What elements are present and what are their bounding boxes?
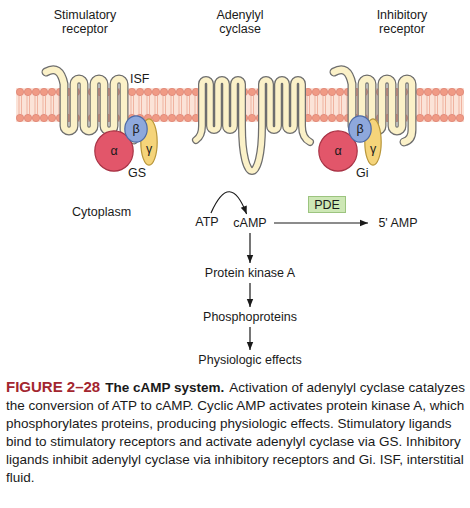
cyclase-outline [196,80,310,171]
figure-caption: Activation of adenylyl cyclase catalyzes… [6,380,465,485]
subunit-shape [349,116,371,142]
node-text: Protein kinase A [205,266,295,280]
arrow-head [247,299,253,307]
subunit-symbol: β [132,122,139,136]
figure-number: FIGURE 2–28 [6,378,100,395]
pathway-step: Protein kinase A [190,265,310,281]
node-text: PDE [314,198,340,212]
subunit-shape [141,119,157,165]
arrow-line [249,233,250,263]
pathway-step: Physiologic effects [185,352,315,368]
pathway-step: Phosphoproteins [190,309,310,325]
arrow-line [249,327,250,350]
subunit-symbol: α [334,144,341,158]
metabolite-text: ATP [188,214,226,230]
enzyme-box: PDE [308,196,346,213]
adenylyl-cyclase-helices [196,80,310,171]
arrow-line [211,192,247,214]
figure-caption-block: FIGURE 2–28 The cAMP system.Activation of… [6,378,466,487]
stimulatory-receptor-helices [46,70,134,140]
flow-arrow [247,283,253,307]
flow-arrow [211,192,247,214]
part-name: Adenylyl cyclase [198,8,282,36]
g-protein-name: Gi [356,166,382,180]
subunit-symbol: β [356,122,363,136]
compartment-name: ISF [130,72,158,86]
node-text: 5' AMP [378,216,417,230]
flow-arrow [247,233,253,263]
arrow-head [247,255,253,263]
subunit-shape [365,119,381,165]
node-text: Phosphoproteins [203,310,297,324]
metabolite-text: cAMP [228,215,272,231]
flow-arrow [247,327,253,350]
part-name: Inhibitory receptor [358,8,446,36]
arrow-line [274,222,368,223]
compartment-name: Cytoplasm [72,205,152,219]
arrow-head [247,342,253,350]
g-protein-name: GS [128,166,154,180]
node-text: cAMP [233,216,266,230]
receptor-outline [46,70,134,140]
node-text: ATP [195,215,218,229]
flow-arrow [274,220,368,226]
figure-title: The cAMP system. [105,380,224,395]
subunit-shape [125,116,147,142]
part-name: Stimulatory receptor [42,8,128,36]
g-beta-subunit: β [124,115,148,143]
arrow-head [241,205,247,214]
arrow-head [360,220,368,226]
subunit-symbol: α [110,144,117,158]
subunit-symbol: γ [370,142,376,156]
subunit-symbol: γ [146,142,152,156]
metabolite-text: 5' AMP [370,215,426,231]
arrow-line [249,283,250,307]
g-beta-subunit: β [348,115,372,143]
node-text: Physiologic effects [198,353,301,367]
